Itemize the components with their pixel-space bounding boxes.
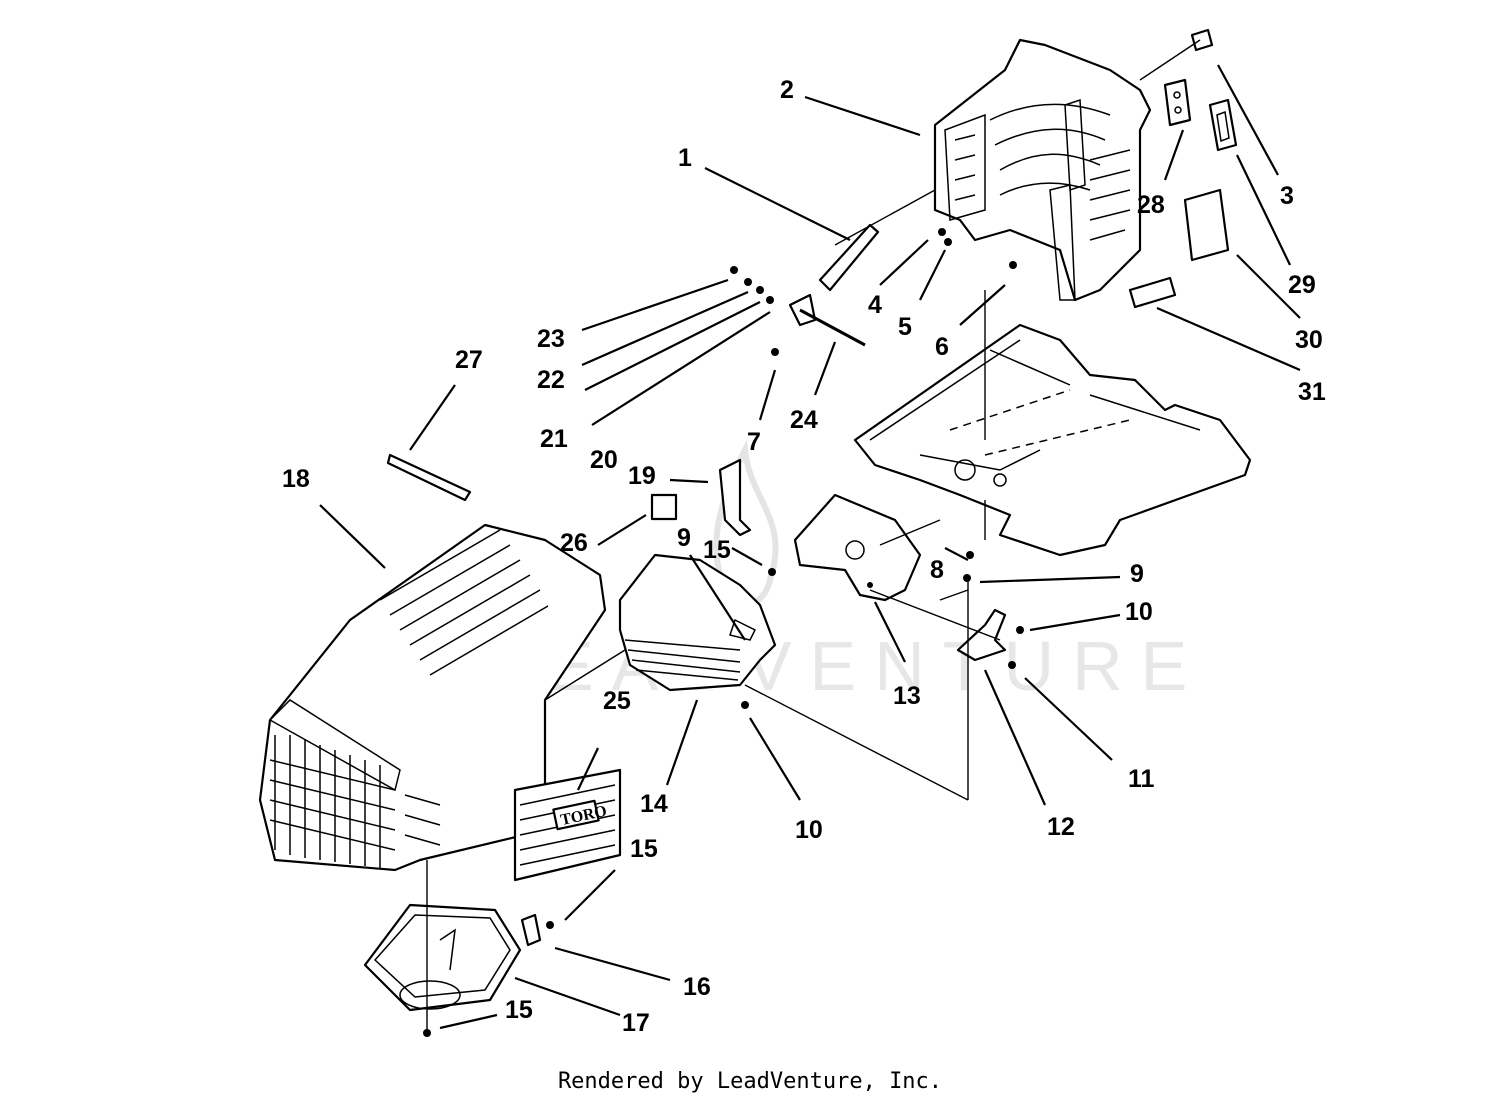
callout-31: 31: [1298, 378, 1326, 406]
callout-23: 23: [537, 325, 565, 353]
callout-6: 6: [935, 333, 949, 361]
callout-5: 5: [898, 313, 912, 341]
callout-16: 16: [683, 973, 711, 1001]
callout-13: 13: [893, 682, 921, 710]
callout-2: 2: [780, 76, 794, 104]
callout-10-bottom: 10: [795, 816, 823, 844]
callout-4: 4: [868, 291, 882, 319]
bracket-12-part: [956, 608, 1007, 662]
callout-22: 22: [537, 366, 565, 394]
callout-15-middle: 15: [630, 835, 658, 863]
callout-14: 14: [640, 790, 668, 818]
mounting-bracket-part: [793, 493, 922, 602]
decal-27-part: [386, 453, 472, 502]
callout-12: 12: [1047, 813, 1075, 841]
callout-21: 21: [540, 425, 568, 453]
watermark-text: LEADVENTURE: [490, 627, 1205, 705]
callout-27: 27: [455, 346, 483, 374]
callout-1: 1: [678, 144, 692, 172]
knob-3-part: [1190, 28, 1214, 52]
callout-18: 18: [282, 465, 310, 493]
callout-20: 20: [590, 446, 618, 474]
callout-30: 30: [1295, 326, 1323, 354]
reference-lines: [426, 39, 1201, 1030]
callout-11: 11: [1128, 765, 1155, 793]
callout-7: 7: [747, 428, 761, 456]
grille-housing-part: [363, 903, 522, 1012]
callout-8: 8: [930, 556, 944, 584]
decal-31-part: [1128, 276, 1177, 309]
callout-15-upper: 15: [703, 536, 731, 564]
callout-26: 26: [560, 529, 588, 557]
hood-part: [258, 523, 626, 872]
decal-26-part: [650, 493, 678, 521]
bracket-16-part: [520, 913, 542, 947]
watermark-flame-icon: [713, 439, 779, 607]
dash-panel-part: [618, 553, 777, 692]
callout-28: 28: [1137, 191, 1165, 219]
decal-30-part: [1183, 188, 1230, 262]
rear-body-part: [933, 38, 1152, 302]
fasteners: [423, 228, 1024, 1037]
callout-labels: 1 2 3 4 5 6 7 8 9 9 10 10 11 12 13 14 15…: [282, 76, 1326, 1037]
callout-29: 29: [1288, 271, 1316, 299]
side-decal-25-part: TORO: [513, 768, 622, 882]
decal-28-part: [1163, 78, 1192, 127]
bracket-19-part: [718, 458, 752, 537]
callout-25: 25: [603, 687, 631, 715]
callout-17: 17: [622, 1009, 650, 1037]
callout-3: 3: [1280, 182, 1294, 210]
callout-15-lower: 15: [505, 996, 533, 1024]
callout-19: 19: [628, 462, 656, 490]
callout-9-left: 9: [677, 524, 691, 552]
floor-pan-part: [853, 323, 1252, 557]
callout-10-right: 10: [1125, 598, 1153, 626]
leader-lines: [319, 64, 1301, 1030]
decal-29-part: [1208, 98, 1238, 152]
lever-assembly-part: [788, 223, 880, 347]
footer-credit: Rendered by LeadVenture, Inc.: [558, 1069, 942, 1094]
callout-24: 24: [790, 406, 818, 434]
callout-9-right: 9: [1130, 560, 1144, 588]
